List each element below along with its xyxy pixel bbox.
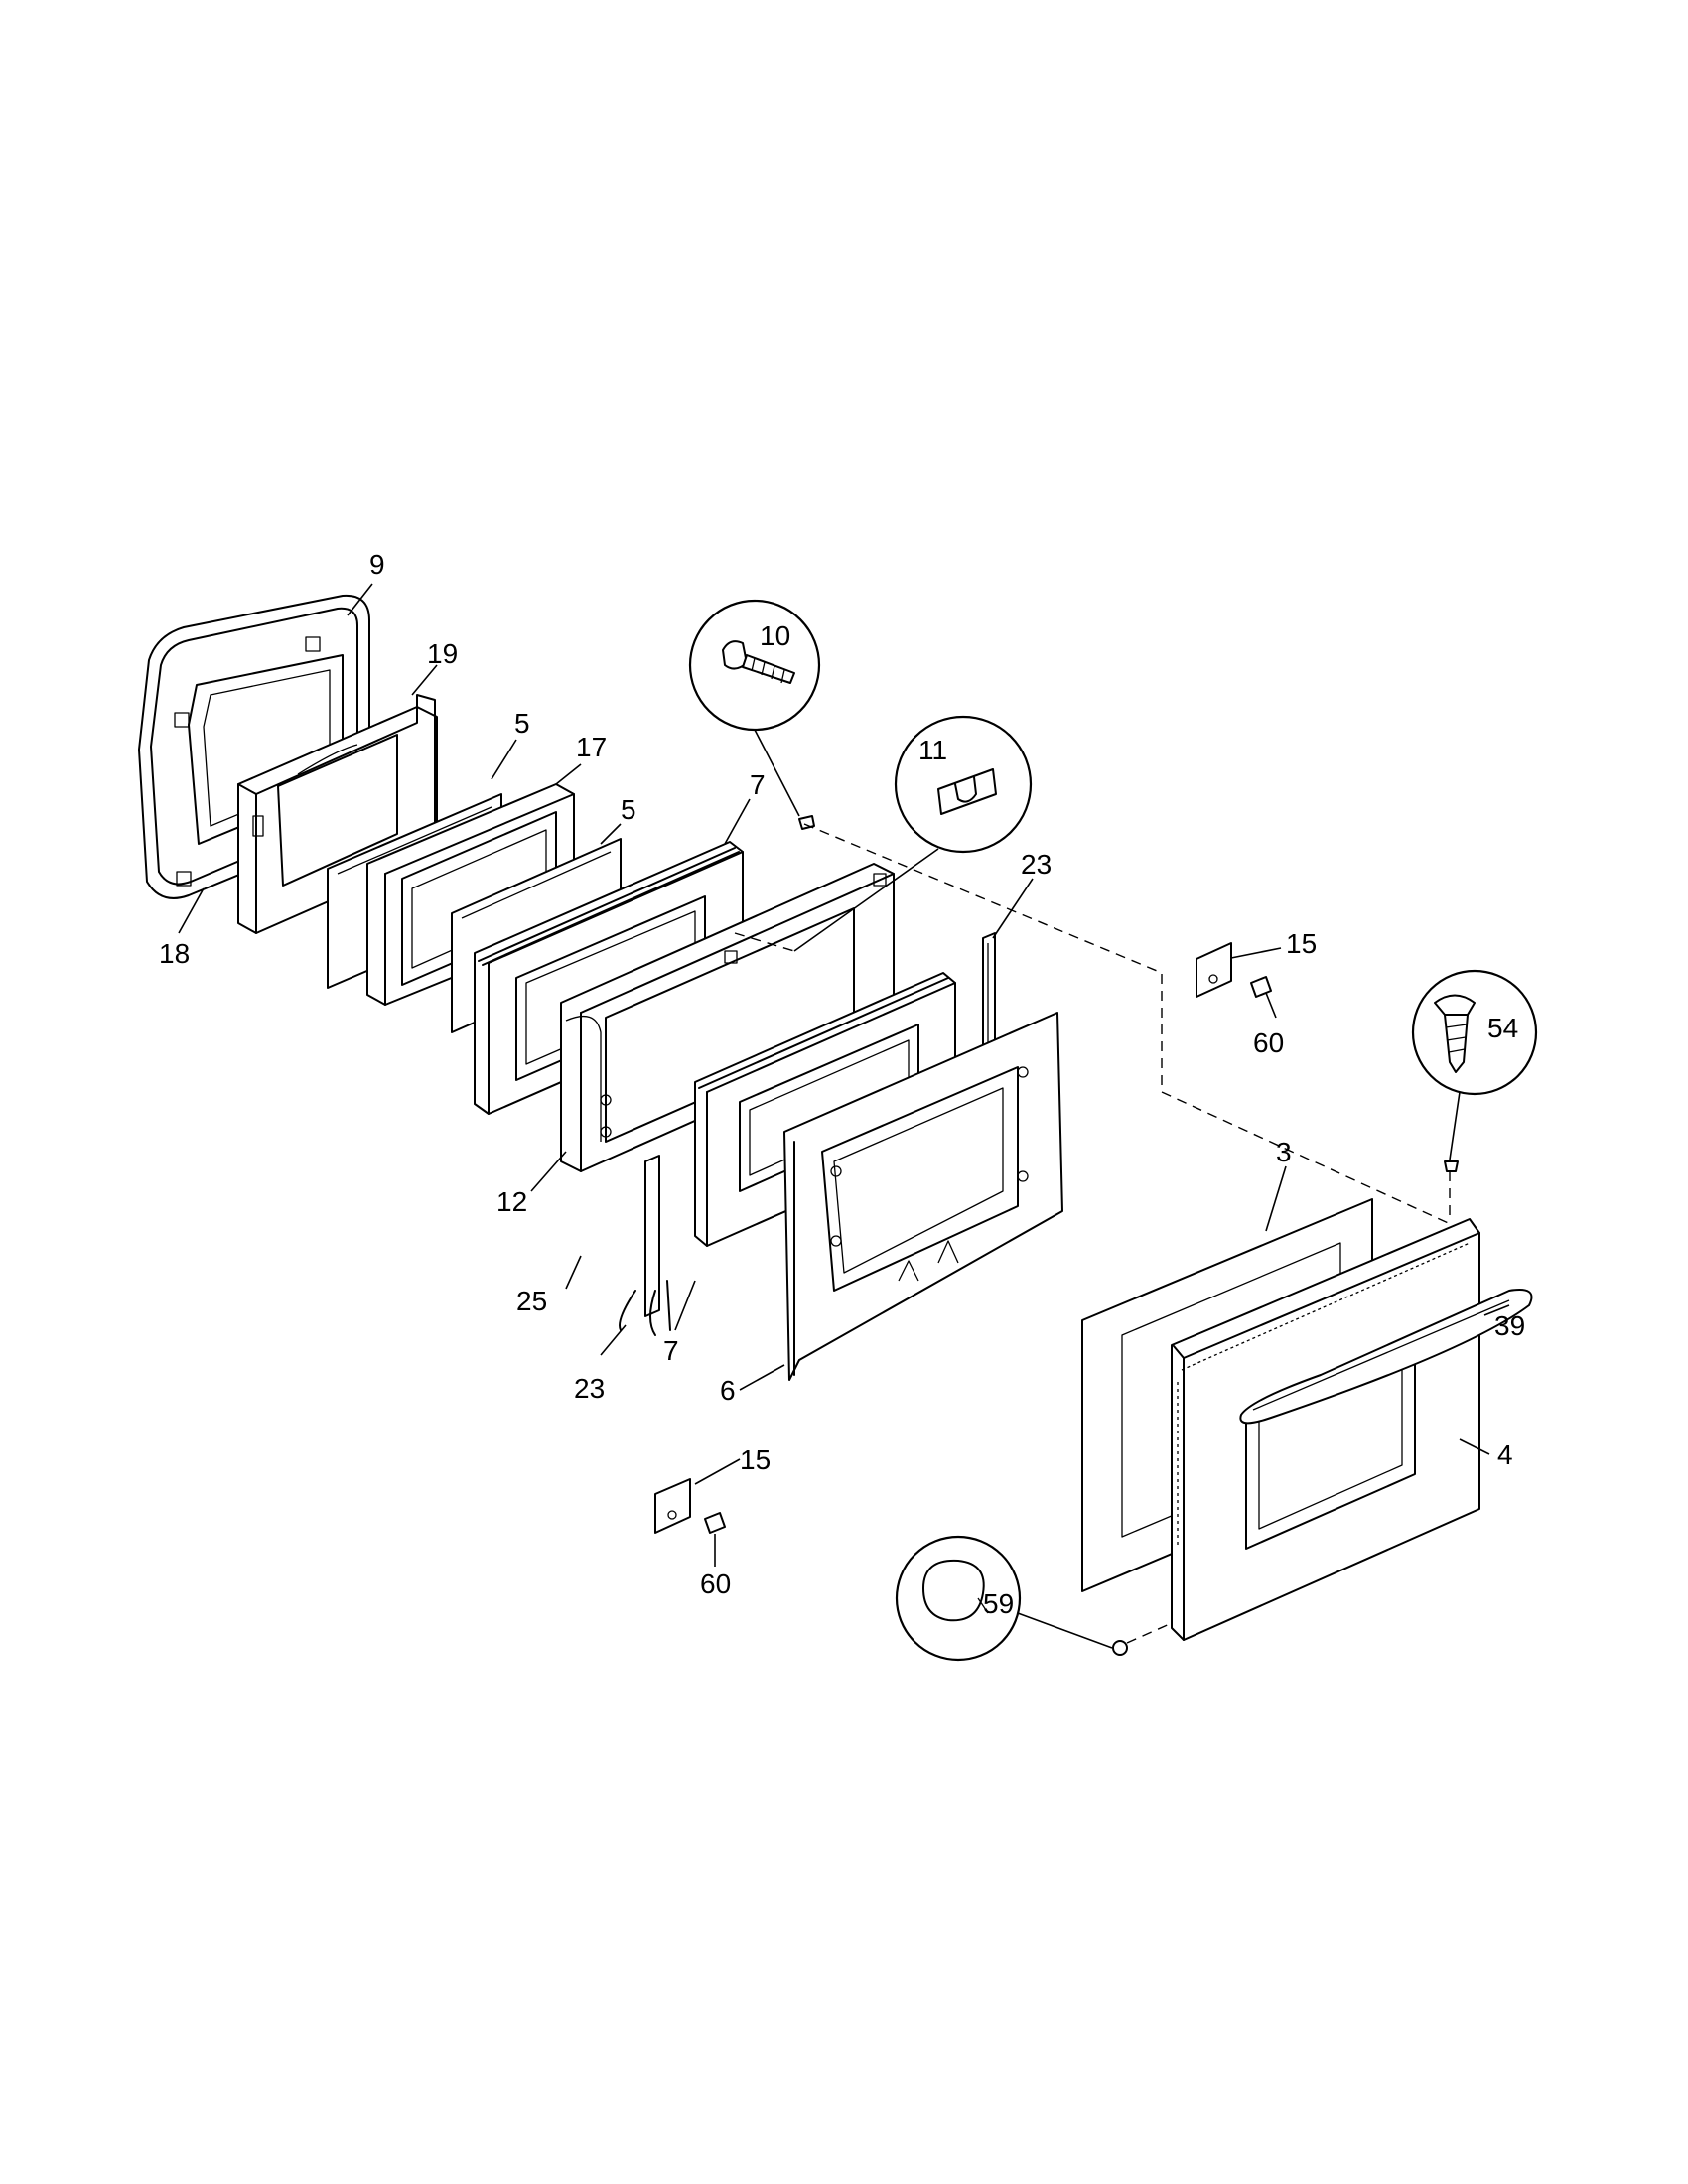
callout-23: 23 — [1021, 849, 1052, 880]
callout-59: 59 — [983, 1588, 1014, 1619]
door-handle — [1239, 1289, 1533, 1425]
fasteners — [798, 815, 1459, 1656]
callout-11: 11 — [918, 735, 947, 765]
callout-60: 60 — [700, 1569, 731, 1599]
callout-5: 5 — [621, 794, 636, 825]
bracket-11-detail — [793, 715, 1033, 952]
hinge-upper — [982, 932, 996, 1059]
inner-door-panel — [783, 1012, 1063, 1381]
screw-icon — [1434, 994, 1476, 1073]
callout-54: 54 — [1487, 1013, 1518, 1043]
callout-18: 18 — [159, 938, 190, 969]
bracket-clip-upper — [1196, 942, 1272, 998]
callout-23: 23 — [574, 1373, 605, 1404]
callout-17: 17 — [576, 732, 607, 762]
screw-54-detail — [1411, 969, 1538, 1160]
screw-10-detail — [688, 599, 821, 817]
callout-60: 60 — [1253, 1027, 1284, 1058]
callout-15: 15 — [1286, 928, 1317, 959]
callout-labels: 9 19 5 17 5 7 18 10 11 23 15 60 54 12 3 … — [159, 549, 1525, 1619]
callout-7: 7 — [750, 769, 766, 800]
bracket-icon — [937, 768, 997, 815]
callout-3: 3 — [1276, 1137, 1292, 1167]
callout-7: 7 — [663, 1335, 679, 1366]
callout-19: 19 — [427, 638, 458, 669]
callout-15: 15 — [740, 1444, 771, 1475]
leader-lines — [178, 583, 1510, 1567]
callout-9: 9 — [369, 549, 385, 580]
hinge-lower — [619, 1155, 671, 1336]
callout-12: 12 — [496, 1186, 527, 1217]
assembly-lines — [734, 823, 1456, 1644]
screw-icon — [722, 640, 795, 684]
bumper-icon — [922, 1559, 989, 1622]
callout-25: 25 — [516, 1286, 547, 1316]
callout-5: 5 — [514, 708, 530, 739]
callout-10: 10 — [760, 620, 790, 651]
bracket-clip-lower — [654, 1478, 726, 1534]
callout-39: 39 — [1494, 1310, 1525, 1341]
callout-6: 6 — [720, 1375, 736, 1406]
bumper-59-detail — [895, 1535, 1113, 1662]
callout-4: 4 — [1497, 1439, 1513, 1470]
